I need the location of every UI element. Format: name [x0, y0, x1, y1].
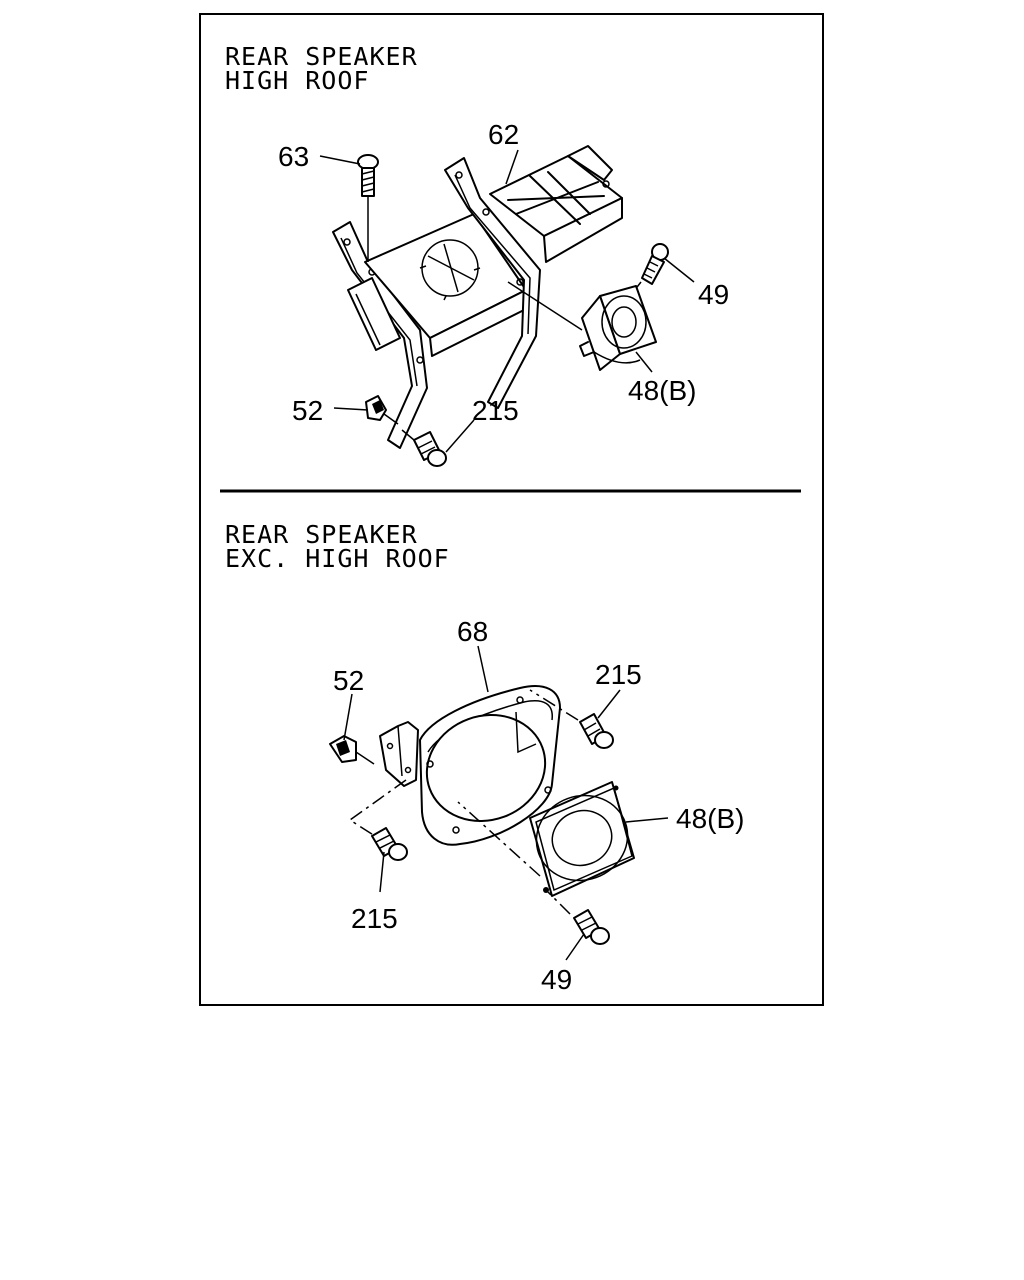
callout-63: 63 [278, 141, 309, 172]
diagram-frame [199, 13, 824, 1006]
callout-215: 215 [472, 395, 519, 426]
section-2-heading-line-1: REAR SPEAKER [225, 520, 418, 549]
section-1-heading-line-1: REAR SPEAKER [225, 42, 418, 71]
callout-49-lower: 49 [541, 964, 572, 995]
right-bracket-drawing [444, 157, 541, 409]
clip-52-drawing [365, 395, 399, 425]
bolt-49-lower-drawing [457, 801, 610, 945]
section-high-roof: REAR SPEAKER HIGH ROOF [225, 42, 729, 467]
callout-52: 52 [292, 395, 323, 426]
clip-52-lower-drawing [329, 735, 375, 765]
section-2-leader-lines [343, 645, 669, 961]
bolt-49-drawing [629, 243, 669, 297]
speaker-48b-lower-drawing [529, 781, 635, 897]
section-1-heading-line-2: HIGH ROOF [225, 66, 369, 95]
speaker-housing-drawing [347, 213, 529, 357]
bolt-215-upper-drawing [529, 689, 614, 749]
bolt-215-lower-drawing [371, 827, 408, 861]
callout-215-lower: 215 [351, 903, 398, 934]
callout-215-upper: 215 [595, 659, 642, 690]
bolt-215-drawing [401, 429, 447, 467]
callout-52-lower: 52 [333, 665, 364, 696]
callout-48b: 48(B) [628, 375, 696, 406]
callout-62: 62 [488, 119, 519, 150]
callout-49: 49 [698, 279, 729, 310]
speaker-cover-62-drawing [489, 145, 623, 263]
section-2-heading-line-2: EXC. HIGH ROOF [225, 544, 450, 573]
section-exc-high-roof: REAR SPEAKER EXC. HIGH ROOF [225, 520, 744, 995]
mounting-bracket-drawing [348, 721, 419, 839]
callout-48b-lower: 48(B) [676, 803, 744, 834]
screw-63-drawing [357, 154, 379, 262]
callout-68: 68 [457, 616, 488, 647]
section-1-leader-lines [319, 149, 695, 453]
ring-plate-68-drawing [419, 685, 561, 846]
speaker-48b-drawing [579, 285, 657, 371]
